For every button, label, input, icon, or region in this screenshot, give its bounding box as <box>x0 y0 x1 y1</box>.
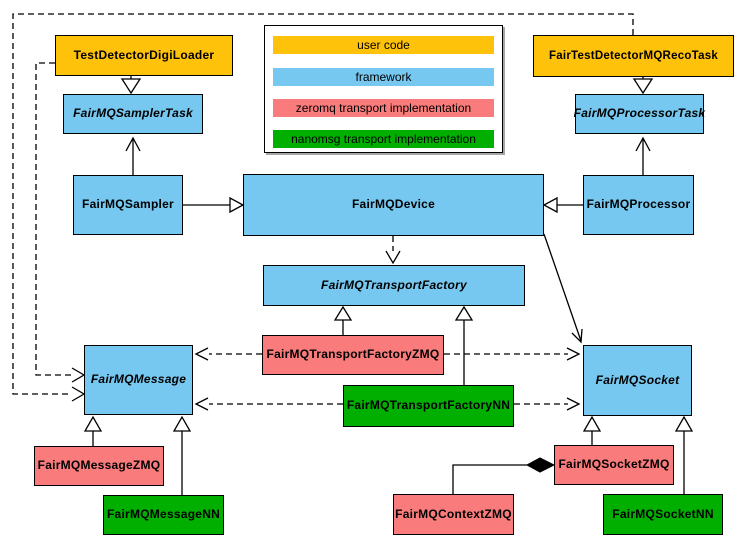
edge-transportfactorynn-socket <box>514 397 581 411</box>
node-fairmqcontextzmq: FairMQContextZMQ <box>393 494 514 535</box>
node-fairmqtransportfactorynn: FairMQTransportFactoryNN <box>343 385 514 427</box>
edge-contextzmq-socketzmq <box>452 457 556 494</box>
node-fairmqsocketnn: FairMQSocketNN <box>603 494 723 535</box>
edge-digiloader-samplertask <box>120 76 142 95</box>
edge-processor-processortask <box>635 136 651 175</box>
legend-item-zeromq: zeromq transport implementation <box>273 99 494 117</box>
edge-messagenn-message <box>172 415 192 495</box>
legend-item-nanomsg: nanomsg transport implementation <box>273 130 494 148</box>
legend-item-framework: framework <box>273 68 494 86</box>
edge-device-transportfactory <box>385 236 401 265</box>
edge-socketzmq-socket <box>582 415 602 445</box>
edge-processor-device <box>542 196 583 214</box>
node-fairmqsampler: FairMQSampler <box>73 175 183 235</box>
node-fairmqsamplertask: FairMQSamplerTask <box>63 94 203 134</box>
edge-sampler-device <box>183 196 245 214</box>
node-fairmqtransportfactory: FairMQTransportFactory <box>263 265 525 306</box>
node-fairmqdevice: FairMQDevice <box>243 174 544 236</box>
node-fairmqsocket: FairMQSocket <box>583 345 692 416</box>
node-fairmqmessage: FairMQMessage <box>84 345 193 415</box>
edge-device-socket <box>543 233 583 344</box>
node-fairmqmessagezmq: FairMQMessageZMQ <box>34 446 164 486</box>
edge-transportfactorynn-transportfactory <box>454 305 474 385</box>
node-fairmqsocketzmq: FairMQSocketZMQ <box>554 445 674 485</box>
edge-transportfactoryzmq-message <box>194 347 262 361</box>
edge-messagezmq-message <box>83 415 103 446</box>
edge-transportfactoryzmq-transportfactory <box>333 305 353 335</box>
edge-transportfactoryzmq-socket <box>444 347 581 361</box>
node-fairmqprocessortask: FairMQProcessorTask <box>574 94 705 134</box>
legend: user code framework zeromq transport imp… <box>264 25 503 153</box>
node-fairmqtransportfactoryzmq: FairMQTransportFactoryZMQ <box>262 335 444 375</box>
edge-recotask-processortask <box>632 77 654 95</box>
node-fairmqprocessor: FairMQProcessor <box>583 175 694 235</box>
edge-socketnn-socket <box>674 415 694 494</box>
node-fairmqmessagenn: FairMQMessageNN <box>103 495 224 535</box>
legend-item-user-code: user code <box>273 36 494 54</box>
node-fairtestdetectormqrecotask: FairTestDetectorMQRecoTask <box>533 35 734 77</box>
node-testdetectordigiloader: TestDetectorDigiLoader <box>55 35 233 76</box>
edge-transportfactorynn-message <box>194 397 343 411</box>
edge-sampler-samplertask <box>125 136 141 175</box>
